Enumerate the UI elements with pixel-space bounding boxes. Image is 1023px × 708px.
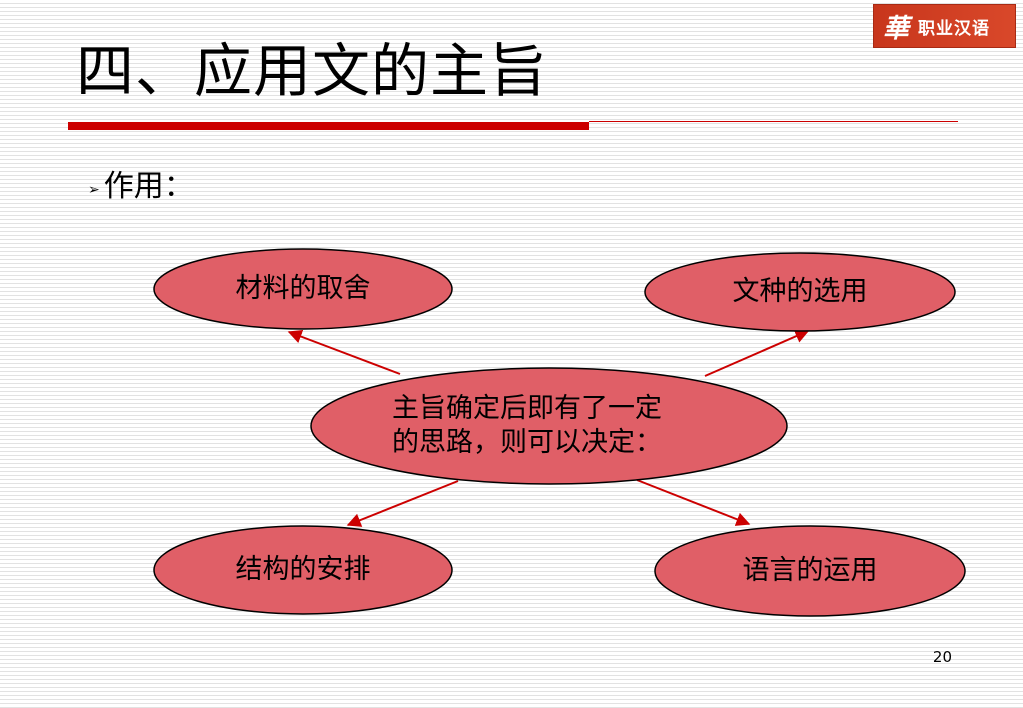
node-top-left-label: 材料的取舍 — [235, 273, 371, 304]
node-top-right-label: 文种的选用 — [732, 276, 868, 307]
logo-text: 职业汉语 — [918, 18, 990, 39]
arrow-to-bottom-right — [636, 479, 751, 526]
page-number: 20 — [932, 648, 952, 666]
node-top-left-shape — [153, 248, 453, 330]
node-center-line-2: 的思路，则可以决定： — [392, 427, 662, 458]
node-bottom-right-label: 语言的运用 — [742, 555, 878, 586]
node-top-right-shape — [644, 252, 956, 332]
slide-title: 四、应用文的主旨 — [76, 37, 549, 105]
node-bottom-right-shape — [654, 525, 966, 617]
bullet-text: 作用： — [103, 169, 194, 204]
node-bottom-left-label: 结构的安排 — [235, 554, 371, 585]
arrow-to-bottom-left — [346, 480, 459, 527]
node-center-shape — [310, 367, 788, 485]
bullet-item: ➢ 作用： — [88, 166, 194, 208]
brand-logo: 華 职业汉语 — [873, 4, 1016, 48]
node-center-label: 主旨确定后即有了一定 的思路，则可以决定： — [392, 392, 722, 460]
bullet-arrow-icon: ➢ — [88, 182, 100, 198]
node-bottom-left-shape — [153, 525, 453, 615]
title-underline-thick — [68, 122, 589, 130]
arrow-to-top-right — [704, 329, 810, 377]
title-underline-thin — [589, 121, 958, 122]
arrow-to-top-left — [287, 329, 401, 375]
logo-mark: 華 — [882, 13, 909, 44]
node-center-line-1: 主旨确定后即有了一定 — [392, 393, 662, 424]
